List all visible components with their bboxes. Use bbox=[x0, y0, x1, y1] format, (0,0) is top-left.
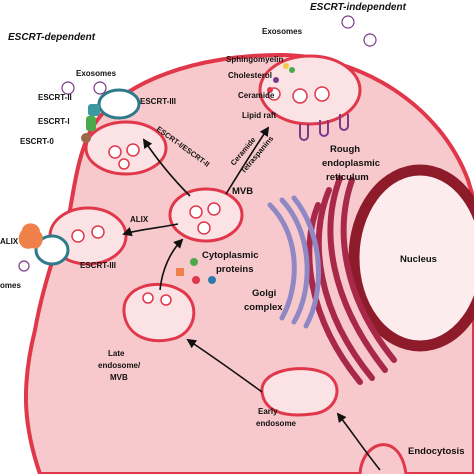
endocytosis-pit bbox=[358, 443, 408, 474]
escrt-dependent-header: ESCRT-dependent bbox=[8, 32, 96, 43]
tetraspanin-icons bbox=[299, 114, 349, 141]
exosomes-top-left-label: Exosomes bbox=[76, 69, 117, 78]
escrt-0-shape bbox=[81, 133, 91, 143]
lipid-icons bbox=[267, 63, 295, 93]
golgi-label-1: Golgi bbox=[252, 288, 276, 299]
escrt-ii-shape bbox=[88, 104, 100, 116]
fusion-site-top bbox=[61, 81, 168, 176]
rough-er-label-3: reticulum bbox=[326, 172, 369, 183]
alix-shape bbox=[18, 223, 43, 249]
cytoplasmic-protein-icons bbox=[176, 258, 216, 284]
lipid-raft-label: Lipid raft bbox=[242, 111, 277, 120]
early-endosome bbox=[260, 367, 339, 417]
endocytosis-label: Endocytosis bbox=[408, 446, 465, 457]
alix-label: ALIX bbox=[0, 237, 19, 246]
escrt-iii-left-label: ESCRT-III bbox=[80, 261, 116, 270]
escrt-independent-header: ESCRT-independent bbox=[310, 2, 407, 13]
late-endosome-label-1: Late bbox=[108, 349, 125, 358]
ceramide-label: Ceramide bbox=[238, 91, 275, 100]
exosomes-top-right-label: Exosomes bbox=[262, 27, 303, 36]
late-endosome bbox=[122, 282, 196, 343]
escrt-iii-ring bbox=[97, 88, 141, 120]
escrt-iii-top-label: ESCRT-III bbox=[140, 97, 176, 106]
escrt-0-label: ESCRT-0 bbox=[20, 137, 54, 146]
rough-er bbox=[306, 175, 397, 385]
nucleus: Nucleus bbox=[348, 164, 474, 352]
late-endosome-label-3: MVB bbox=[110, 373, 128, 382]
exosomes-left-label: omes bbox=[0, 281, 21, 290]
nucleus-label: Nucleus bbox=[400, 254, 437, 265]
cytoplasmic-label: Cytoplasmic bbox=[202, 250, 259, 261]
fusion-site-top-right bbox=[258, 15, 377, 141]
escrt-i-shape bbox=[86, 116, 96, 131]
mvb-label: MVB bbox=[232, 186, 253, 197]
sphingomyelin-label: Sphingomyelin bbox=[226, 55, 283, 64]
golgi-complex bbox=[267, 195, 321, 329]
golgi-label-2: complex bbox=[244, 302, 283, 313]
escrt-i-label: ESCRT-I bbox=[38, 117, 70, 126]
fusion-site-left bbox=[18, 206, 128, 272]
cholesterol-label: Cholesterol bbox=[228, 71, 272, 80]
early-endosome-label-2: endosome bbox=[256, 419, 297, 428]
arrows bbox=[122, 126, 381, 471]
mvb bbox=[168, 187, 244, 243]
early-endosome-label-1: Early bbox=[258, 407, 278, 416]
alix-arrow-label: ALIX bbox=[130, 215, 149, 224]
escrt-ii-label: ESCRT-II bbox=[38, 93, 72, 102]
rough-er-label-1: Rough bbox=[330, 144, 360, 155]
rough-er-label-2: endoplasmic bbox=[322, 158, 380, 169]
late-endosome-label-2: endosome/ bbox=[98, 361, 141, 370]
proteins-label: proteins bbox=[216, 264, 253, 275]
